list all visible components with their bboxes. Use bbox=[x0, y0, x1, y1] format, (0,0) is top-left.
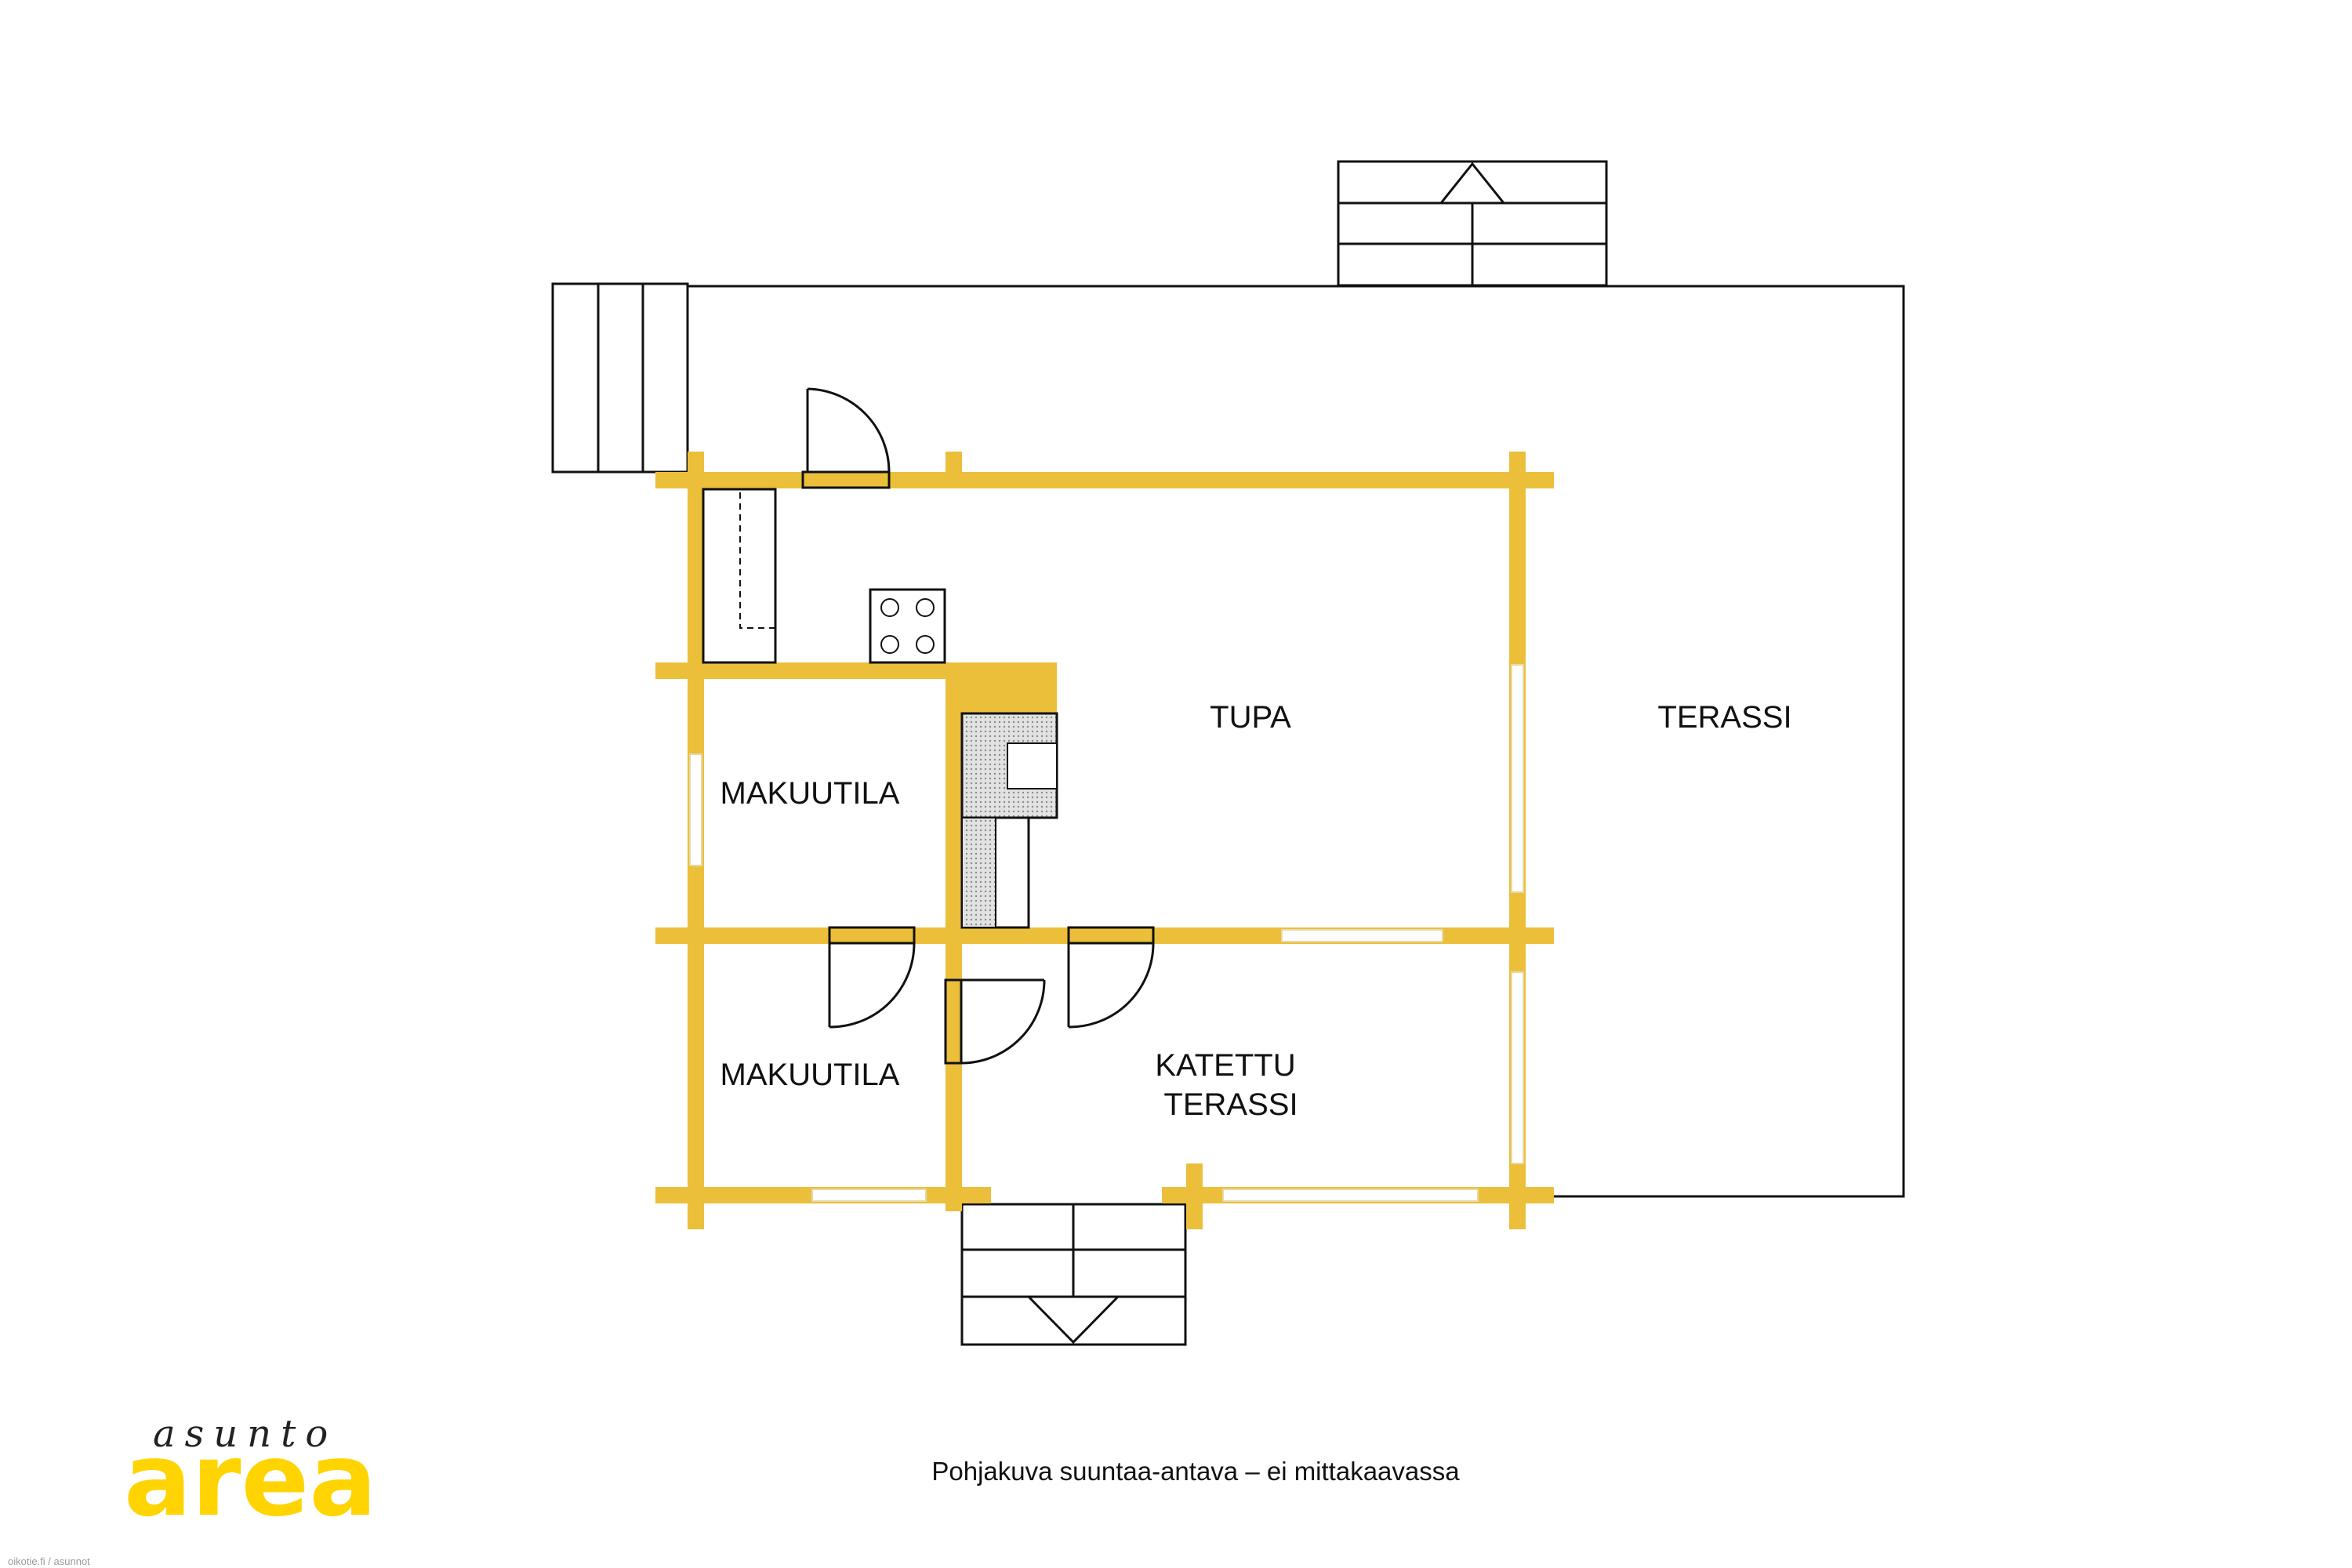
stove-icon bbox=[869, 588, 946, 664]
room-label-makuutila-top: MAKUUTILA bbox=[720, 776, 900, 811]
asunto-area-logo: asunto area bbox=[124, 1412, 377, 1539]
room-label-katettu: KATETTU bbox=[1155, 1048, 1295, 1083]
room-label-makuutila-bottom: MAKUUTILA bbox=[720, 1058, 900, 1092]
fireplace-icon bbox=[960, 712, 1058, 929]
partition-door bbox=[944, 978, 1046, 1065]
bedroom-door-lower bbox=[828, 926, 916, 1029]
disclaimer-caption: Pohjakuva suuntaa-antava – ei mittakaava… bbox=[931, 1457, 1460, 1486]
logo-top-text: asunto bbox=[153, 1412, 337, 1456]
west-stairs bbox=[551, 282, 689, 474]
room-label-katettu-terassi: TERASSI bbox=[1163, 1087, 1298, 1122]
tupa-door bbox=[1067, 926, 1155, 1029]
room-label-tupa: TUPA bbox=[1210, 700, 1291, 735]
kitchen-counter bbox=[702, 488, 777, 664]
north-stairs bbox=[1337, 160, 1608, 287]
south-stairs bbox=[960, 1203, 1187, 1346]
logo-main-text: area bbox=[124, 1422, 377, 1539]
terrace-outline bbox=[688, 285, 1905, 1198]
entrance-door bbox=[801, 387, 891, 489]
windows bbox=[689, 664, 1524, 1202]
walls bbox=[655, 452, 1554, 1229]
source-watermark: oikotie.fi / asunnot bbox=[8, 1555, 90, 1567]
room-label-terassi: TERASSI bbox=[1657, 700, 1791, 735]
